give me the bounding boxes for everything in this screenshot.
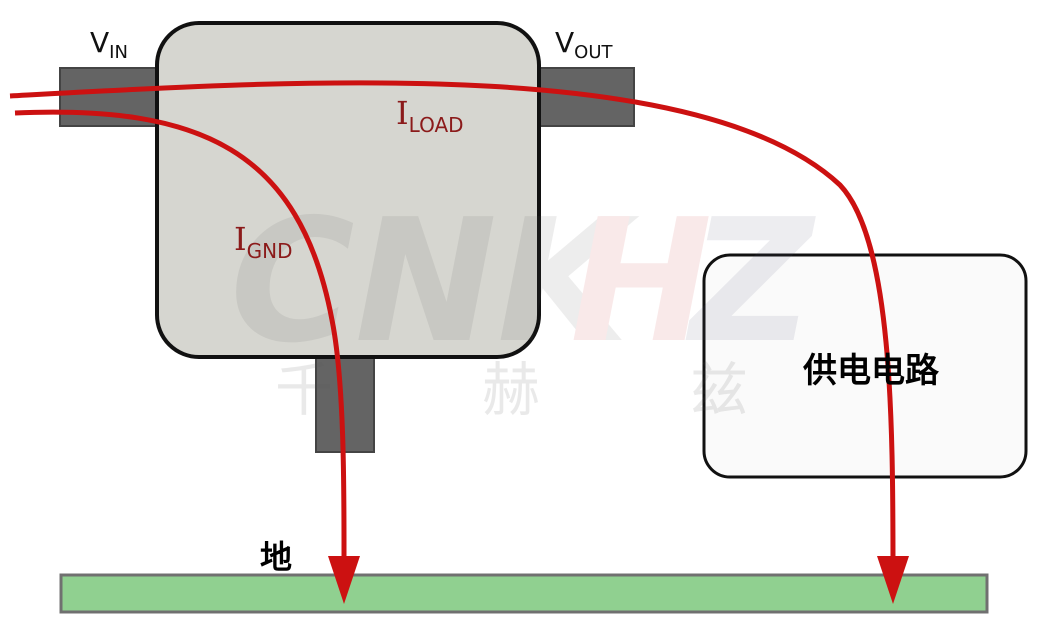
ignd-arrowhead-icon — [328, 556, 360, 604]
corner-watermark: mcu7 — [948, 614, 976, 625]
load-circuit-label: 供电电路 — [802, 351, 940, 391]
ground-plane — [59, 573, 989, 614]
vout-label: VOUT — [555, 26, 613, 63]
ignd-label: IGND — [234, 220, 293, 263]
regulator-ic-body — [155, 21, 541, 359]
watermark-logo-h: H — [570, 183, 712, 381]
watermark-char: 千 — [275, 356, 333, 424]
watermark: CNK H Z — [230, 183, 816, 381]
load-circuit-box — [702, 253, 1028, 479]
ground-label: 地 — [260, 538, 292, 576]
iload-label: ILOAD — [396, 94, 464, 137]
iload-arrowhead-icon — [877, 556, 909, 604]
vin-label: VIN — [90, 26, 128, 63]
watermark-chars: 千 赫 兹 — [275, 356, 748, 424]
watermark-char: 赫 — [482, 356, 540, 424]
ignd-current-path — [14, 109, 347, 573]
watermark-char: 兹 — [690, 356, 748, 424]
iload-current-path — [9, 80, 896, 573]
watermark-logo-z: Z — [685, 183, 816, 381]
